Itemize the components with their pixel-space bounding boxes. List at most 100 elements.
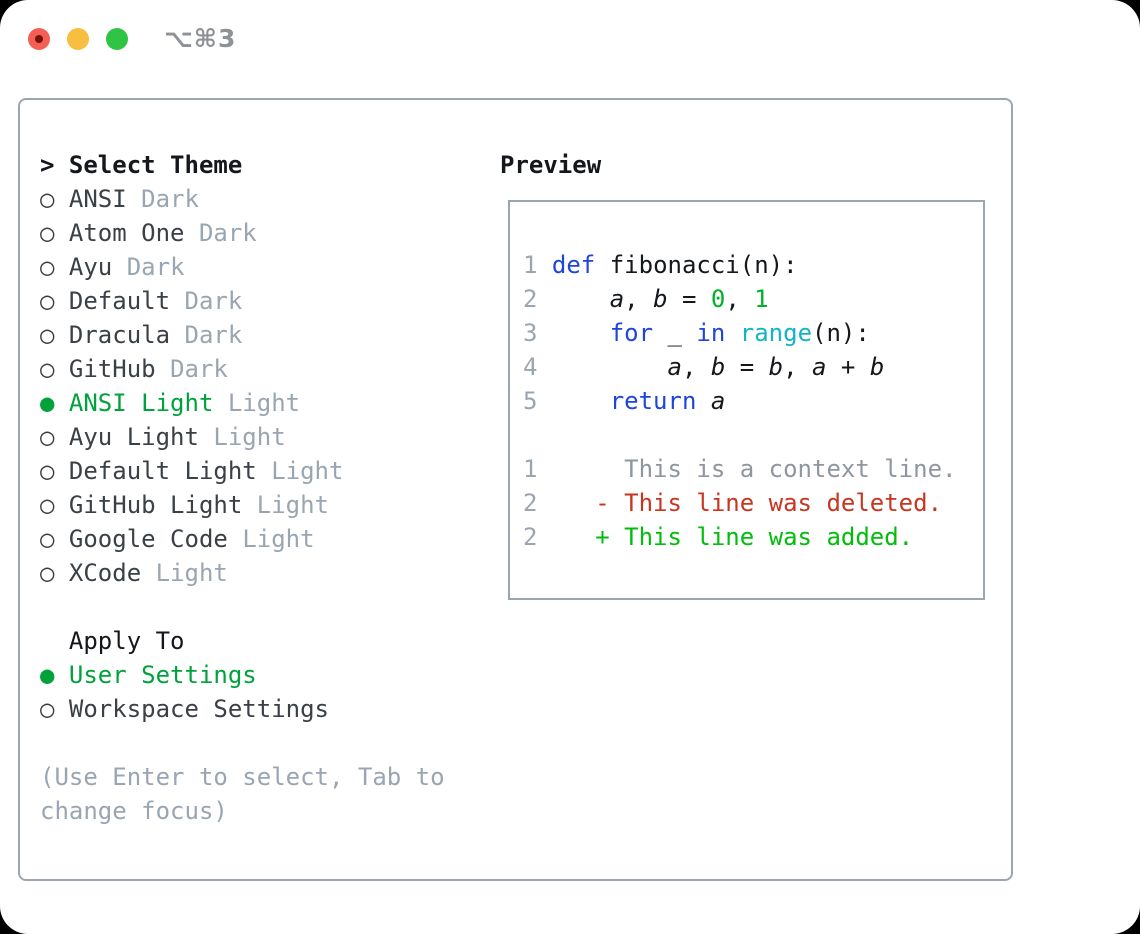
theme-variant: Light bbox=[155, 559, 228, 587]
theme-name: Google Code bbox=[68, 525, 228, 553]
apply-to-header: Apply To bbox=[68, 627, 185, 655]
theme-name: Atom One bbox=[68, 219, 185, 247]
code-token: _ bbox=[667, 319, 682, 347]
radio-selected-icon: ● bbox=[40, 389, 55, 417]
diff-line-add: 2 + This line was added. bbox=[523, 520, 983, 554]
theme-option-ayu-light[interactable]: ○ Ayu Light Light bbox=[40, 420, 445, 454]
code-line: 1 def fibonacci(n): bbox=[523, 248, 983, 282]
apply-option-user-settings[interactable]: ● User Settings bbox=[40, 658, 445, 692]
code-token bbox=[552, 319, 610, 347]
code-token: 0 bbox=[710, 285, 726, 313]
theme-name: Default bbox=[68, 287, 171, 315]
theme-list: ○ ANSI Dark○ Atom One Dark○ Ayu Dark○ De… bbox=[40, 182, 445, 590]
apply-option-label: Workspace Settings bbox=[68, 695, 329, 723]
radio-unselected-icon: ○ bbox=[40, 525, 55, 553]
line-number: 4 bbox=[523, 353, 552, 381]
window-shortcut-label: ⌥⌘3 bbox=[164, 24, 237, 53]
code-line: 3 for _ in range(n): bbox=[523, 316, 983, 350]
theme-variant: Light bbox=[242, 525, 315, 553]
code-token: = bbox=[725, 353, 769, 381]
code-line: 5 return a bbox=[523, 384, 983, 418]
theme-variant: Light bbox=[271, 457, 344, 485]
radio-unselected-icon: ○ bbox=[40, 185, 55, 213]
theme-option-ayu[interactable]: ○ Ayu Dark bbox=[40, 250, 445, 284]
code-token: fibonacci(n): bbox=[595, 251, 798, 279]
theme-name: GitHub Light bbox=[68, 491, 243, 519]
theme-name: XCode bbox=[68, 559, 142, 587]
code-token bbox=[682, 319, 696, 347]
code-token: b bbox=[768, 353, 784, 381]
theme-column: > Select Theme ○ ANSI Dark○ Atom One Dar… bbox=[40, 148, 445, 828]
close-button[interactable] bbox=[28, 28, 50, 50]
zoom-button[interactable] bbox=[106, 28, 128, 50]
diff-line-del: 2 - This line was deleted. bbox=[523, 486, 983, 520]
code-token: a bbox=[812, 353, 827, 381]
radio-unselected-icon: ○ bbox=[40, 355, 55, 383]
theme-option-github-light[interactable]: ○ GitHub Light Light bbox=[40, 488, 445, 522]
code-token: , bbox=[725, 285, 755, 313]
radio-unselected-icon: ○ bbox=[40, 321, 55, 349]
theme-option-github[interactable]: ○ GitHub Dark bbox=[40, 352, 445, 386]
theme-option-atom-one[interactable]: ○ Atom One Dark bbox=[40, 216, 445, 250]
apply-to-list: ● User Settings○ Workspace Settings bbox=[40, 658, 445, 726]
apply-option-workspace-settings[interactable]: ○ Workspace Settings bbox=[40, 692, 445, 726]
code-token: + bbox=[826, 353, 870, 381]
code-token bbox=[696, 387, 710, 415]
theme-name: Ayu bbox=[68, 253, 113, 281]
radio-unselected-icon: ○ bbox=[40, 457, 55, 485]
code-token: a bbox=[710, 387, 726, 415]
theme-variant: Dark bbox=[141, 185, 199, 213]
line-number: 2 bbox=[523, 285, 552, 313]
theme-name: ANSI Light bbox=[68, 389, 214, 417]
code-token: = bbox=[667, 285, 711, 313]
preview-header: Preview bbox=[500, 151, 602, 179]
code-token: , bbox=[783, 353, 813, 381]
code-token: in bbox=[696, 319, 726, 347]
hint-text-line-2: change focus) bbox=[40, 797, 228, 825]
theme-variant: Dark bbox=[170, 355, 228, 383]
theme-variant: Light bbox=[256, 491, 329, 519]
theme-option-google-code[interactable]: ○ Google Code Light bbox=[40, 522, 445, 556]
code-line: 2 a, b = 0, 1 bbox=[523, 282, 983, 316]
theme-variant: Light bbox=[213, 423, 286, 451]
theme-option-default[interactable]: ○ Default Dark bbox=[40, 284, 445, 318]
code-token: (n): bbox=[812, 319, 870, 347]
theme-name: GitHub bbox=[68, 355, 156, 383]
code-token: for bbox=[609, 319, 654, 347]
theme-variant: Dark bbox=[126, 253, 185, 281]
theme-option-dracula[interactable]: ○ Dracula Dark bbox=[40, 318, 445, 352]
radio-unselected-icon: ○ bbox=[40, 219, 55, 247]
theme-variant: Dark bbox=[184, 287, 243, 315]
line-number: 2 bbox=[523, 523, 596, 551]
theme-option-xcode[interactable]: ○ XCode Light bbox=[40, 556, 445, 590]
hint-text-line-1: (Use Enter to select, Tab to bbox=[40, 763, 445, 791]
theme-name: Dracula bbox=[68, 321, 171, 349]
theme-option-default-light[interactable]: ○ Default Light Light bbox=[40, 454, 445, 488]
spacer bbox=[40, 590, 445, 624]
theme-name: ANSI bbox=[68, 185, 127, 213]
radio-unselected-icon: ○ bbox=[40, 695, 55, 723]
code-line: 4 a, b = b, a + b bbox=[523, 350, 983, 384]
code-token: a bbox=[667, 353, 682, 381]
theme-option-ansi[interactable]: ○ ANSI Dark bbox=[40, 182, 445, 216]
code-token: , bbox=[681, 353, 711, 381]
minimize-button[interactable] bbox=[67, 28, 89, 50]
radio-unselected-icon: ○ bbox=[40, 253, 55, 281]
theme-option-ansi-light[interactable]: ● ANSI Light Light bbox=[40, 386, 445, 420]
spacer bbox=[523, 418, 983, 452]
code-token bbox=[653, 319, 667, 347]
theme-name: Ayu Light bbox=[68, 423, 199, 451]
radio-unselected-icon: ○ bbox=[40, 559, 55, 587]
spacer bbox=[40, 726, 445, 760]
radio-unselected-icon: ○ bbox=[40, 423, 55, 451]
code-token: b bbox=[710, 353, 726, 381]
line-number: 2 bbox=[523, 489, 596, 517]
code-token: a bbox=[609, 285, 625, 313]
theme-variant: Dark bbox=[198, 219, 257, 247]
code-token bbox=[552, 285, 610, 313]
apply-option-label: User Settings bbox=[68, 661, 257, 689]
diff-text: - This line was deleted. bbox=[595, 489, 943, 517]
